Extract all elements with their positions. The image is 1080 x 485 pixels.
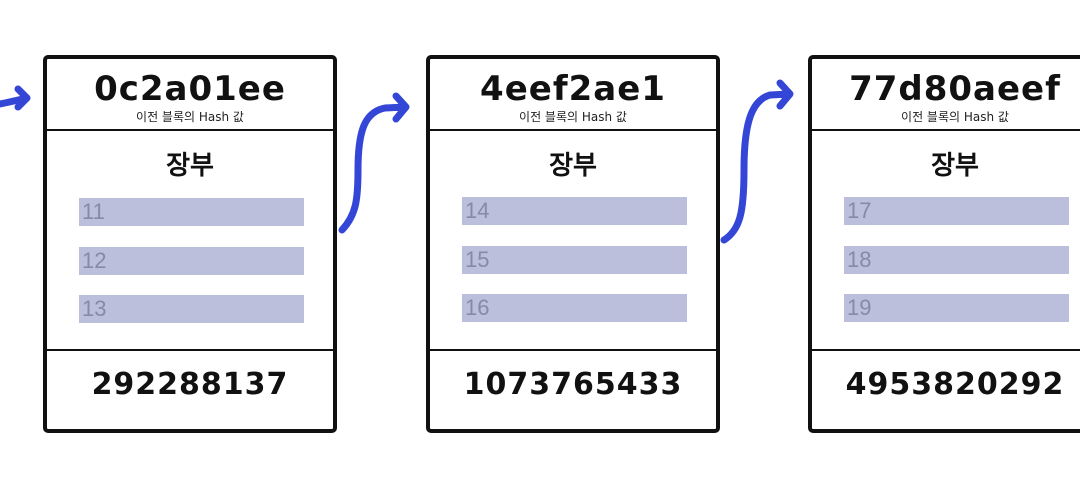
block-3: 77d80aeef 이전 블록의 Hash 값 장부 17 18 19 4953… xyxy=(808,55,1080,433)
block-2: 4eef2ae1 이전 블록의 Hash 값 장부 14 15 16 10737… xyxy=(426,55,720,433)
ledger-entry: 12 xyxy=(79,247,304,275)
block-nonce: 292288137 xyxy=(91,367,289,402)
ledger: 장부 11 12 13 xyxy=(47,131,333,351)
block-header: 4eef2ae1 이전 블록의 Hash 값 xyxy=(430,59,716,131)
ledger-entry: 15 xyxy=(462,246,687,274)
block-header: 0c2a01ee 이전 블록의 Hash 값 xyxy=(47,59,333,131)
block-header: 77d80aeef 이전 블록의 Hash 값 xyxy=(812,59,1080,131)
block-hash: 77d80aeef xyxy=(849,69,1061,109)
chain-arrow-2 xyxy=(720,79,794,244)
ledger-title: 장부 xyxy=(549,151,597,181)
prev-hash-label: 이전 블록의 Hash 값 xyxy=(519,110,627,124)
ledger-title: 장부 xyxy=(166,151,214,181)
ledger-entry: 17 xyxy=(844,197,1069,225)
block-hash: 0c2a01ee xyxy=(94,69,286,109)
ledger: 장부 14 15 16 xyxy=(430,131,716,351)
block-hash: 4eef2ae1 xyxy=(480,69,666,109)
ledger-entry: 18 xyxy=(844,246,1069,274)
chain-arrow-1 xyxy=(338,92,410,234)
prev-hash-label: 이전 블록의 Hash 값 xyxy=(901,110,1009,124)
ledger: 장부 17 18 19 xyxy=(812,131,1080,351)
incoming-arrow xyxy=(0,85,31,111)
ledger-title: 장부 xyxy=(931,151,979,181)
block-nonce: 1073765433 xyxy=(463,367,683,402)
block-nonce: 4953820292 xyxy=(845,367,1065,402)
ledger-entry: 13 xyxy=(79,295,304,323)
ledger-entry: 19 xyxy=(844,294,1069,322)
prev-hash-label: 이전 블록의 Hash 값 xyxy=(136,110,244,124)
ledger-entry: 11 xyxy=(79,198,304,226)
block-1: 0c2a01ee 이전 블록의 Hash 값 장부 11 12 13 29228… xyxy=(43,55,337,433)
ledger-entry: 16 xyxy=(462,294,687,322)
ledger-entry: 14 xyxy=(462,197,687,225)
